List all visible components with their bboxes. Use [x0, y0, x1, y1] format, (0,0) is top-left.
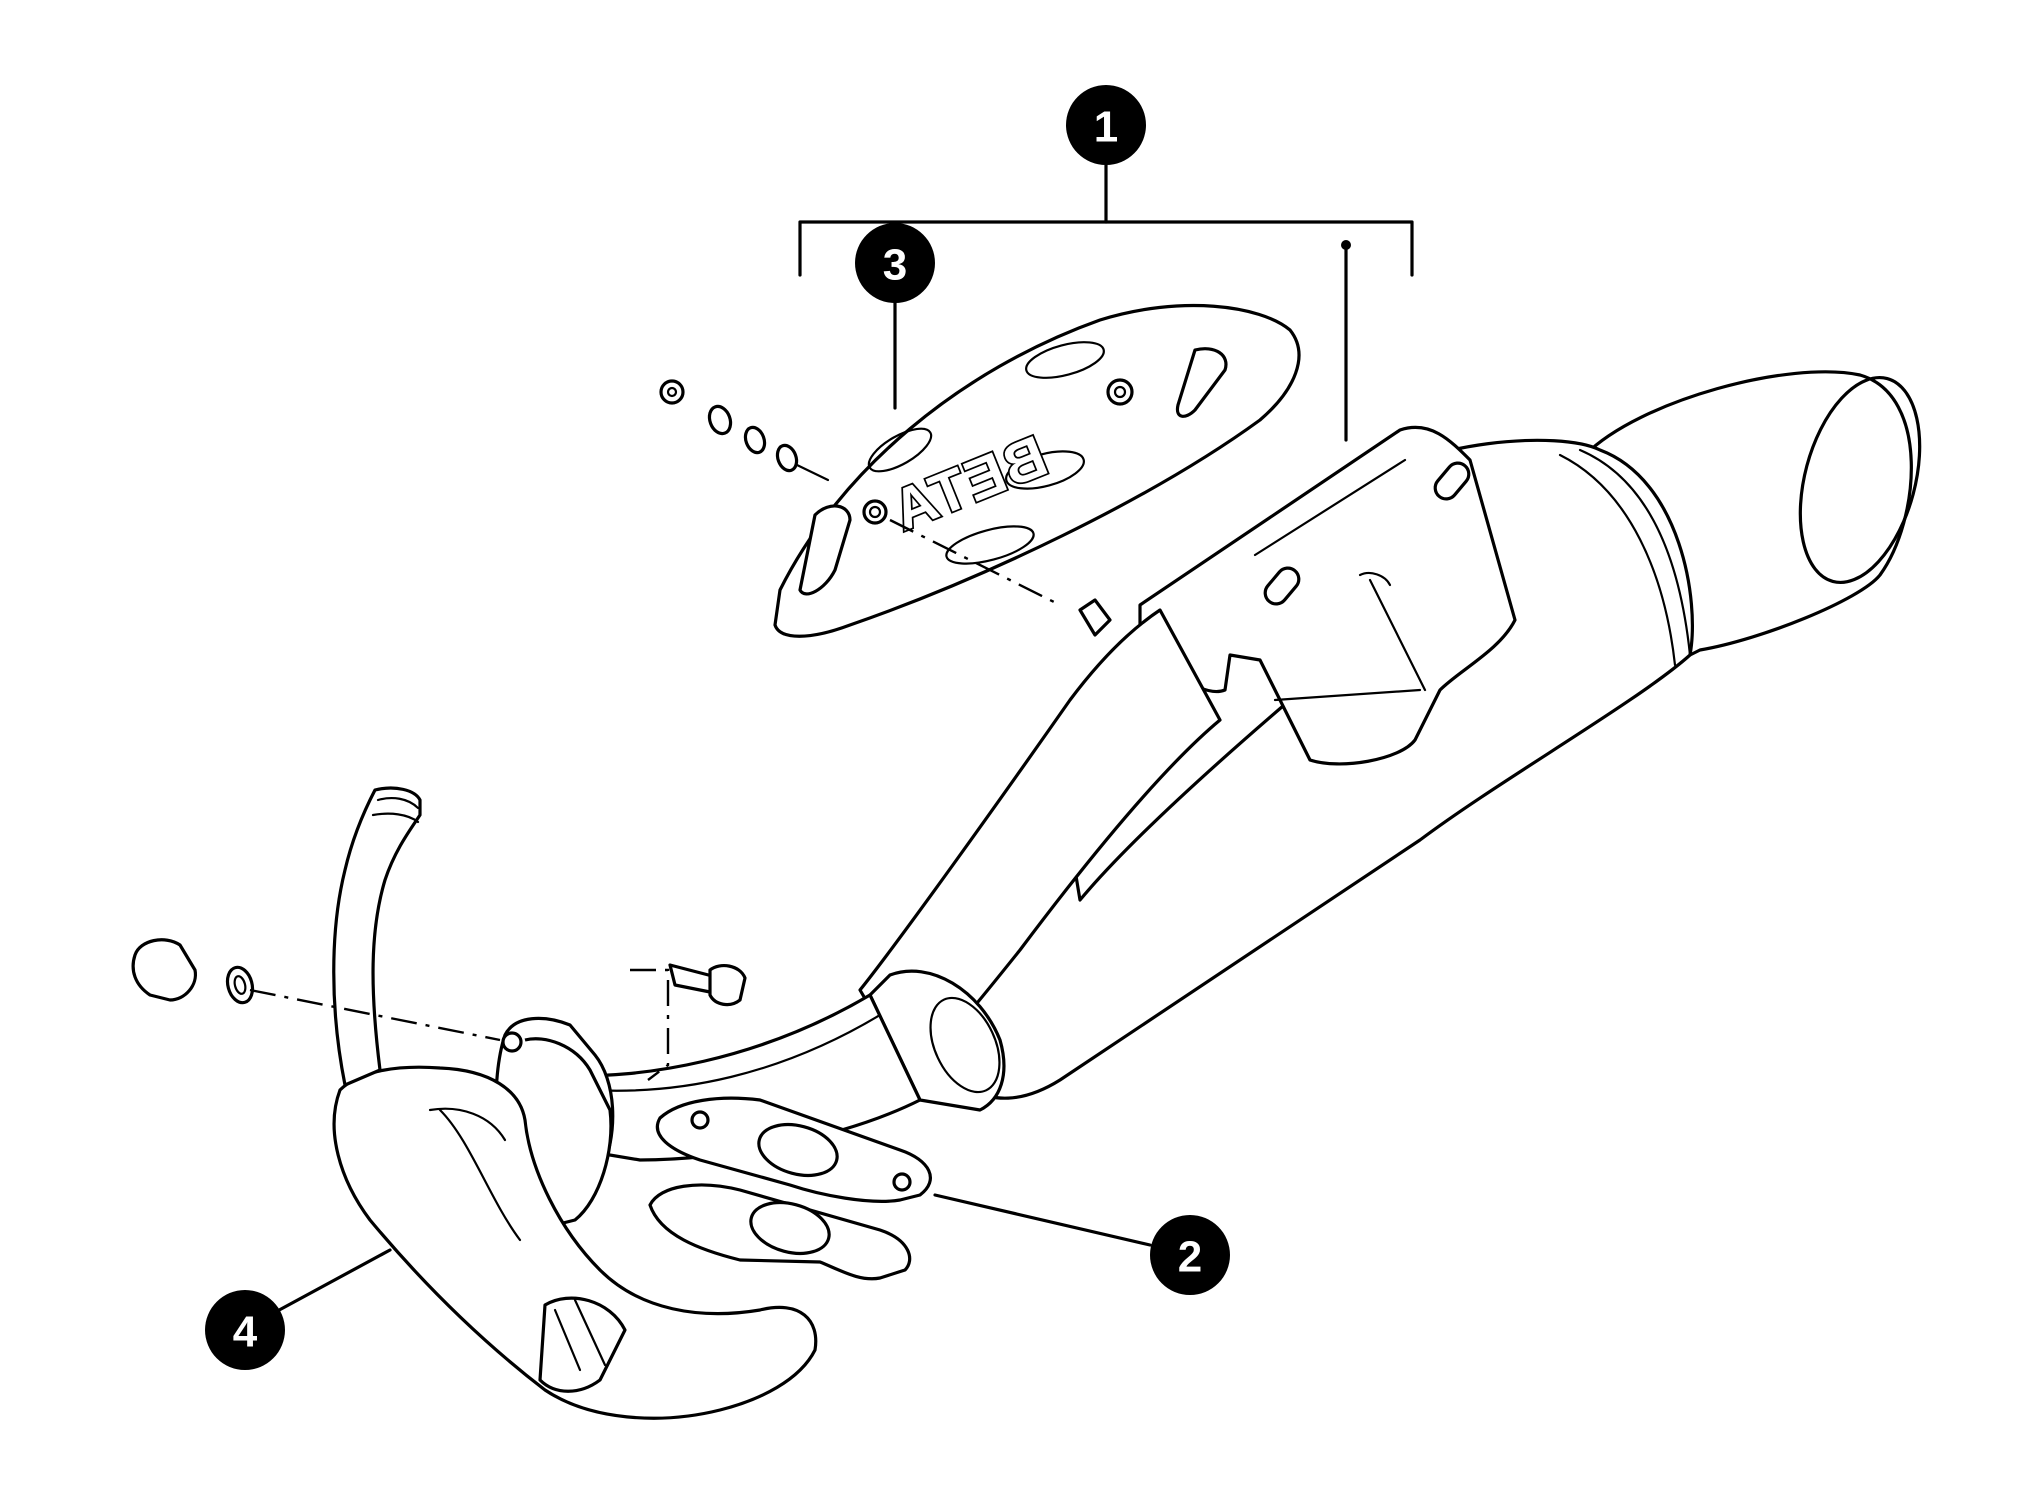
- breather-hose: [332, 786, 422, 1087]
- callout-1: 1: [1066, 85, 1146, 165]
- callout-1-label: 1: [1094, 103, 1118, 152]
- gasket-lower: [648, 1183, 912, 1281]
- heat-shield: BETA: [773, 303, 1301, 638]
- callout-4: 4: [205, 1290, 285, 1370]
- shield-screw-set: [659, 379, 1112, 637]
- leader-lines: [268, 158, 1414, 1317]
- mounting-bracket: [1138, 425, 1517, 766]
- callout-2-label: 2: [1178, 1233, 1202, 1282]
- assembly-lines: [249, 518, 1061, 1081]
- flange-bolt: [668, 963, 747, 1007]
- exhaust-elbow: [332, 1065, 818, 1420]
- header-pipe: [558, 608, 1222, 1162]
- callout-4-label: 4: [233, 1308, 258, 1357]
- callout-3: 3: [855, 223, 935, 303]
- callout-2: 2: [1150, 1215, 1230, 1295]
- flange-nut-set: [131, 938, 255, 1005]
- gasket-upper: [655, 1096, 932, 1203]
- callout-3-label: 3: [883, 241, 907, 290]
